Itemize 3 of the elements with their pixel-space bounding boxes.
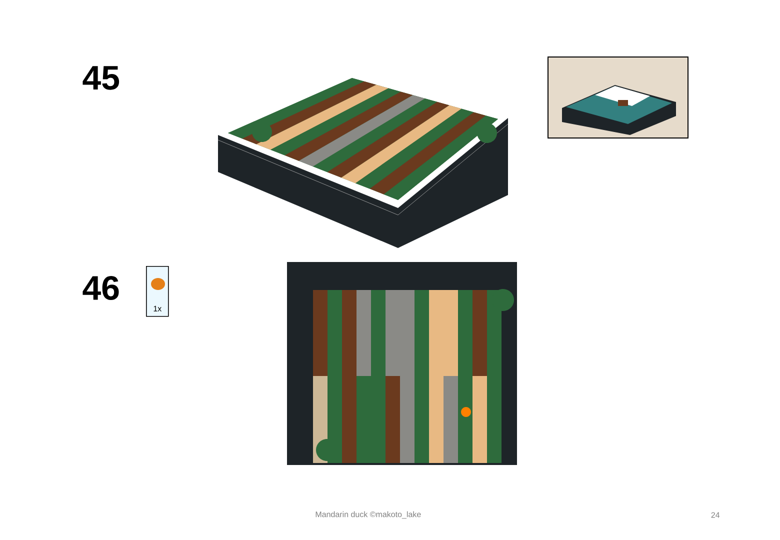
page-number: 24 [711, 512, 720, 518]
step-number: 45 [82, 66, 120, 90]
footer-text: Mandarin duck ©makoto_lake [316, 511, 421, 519]
